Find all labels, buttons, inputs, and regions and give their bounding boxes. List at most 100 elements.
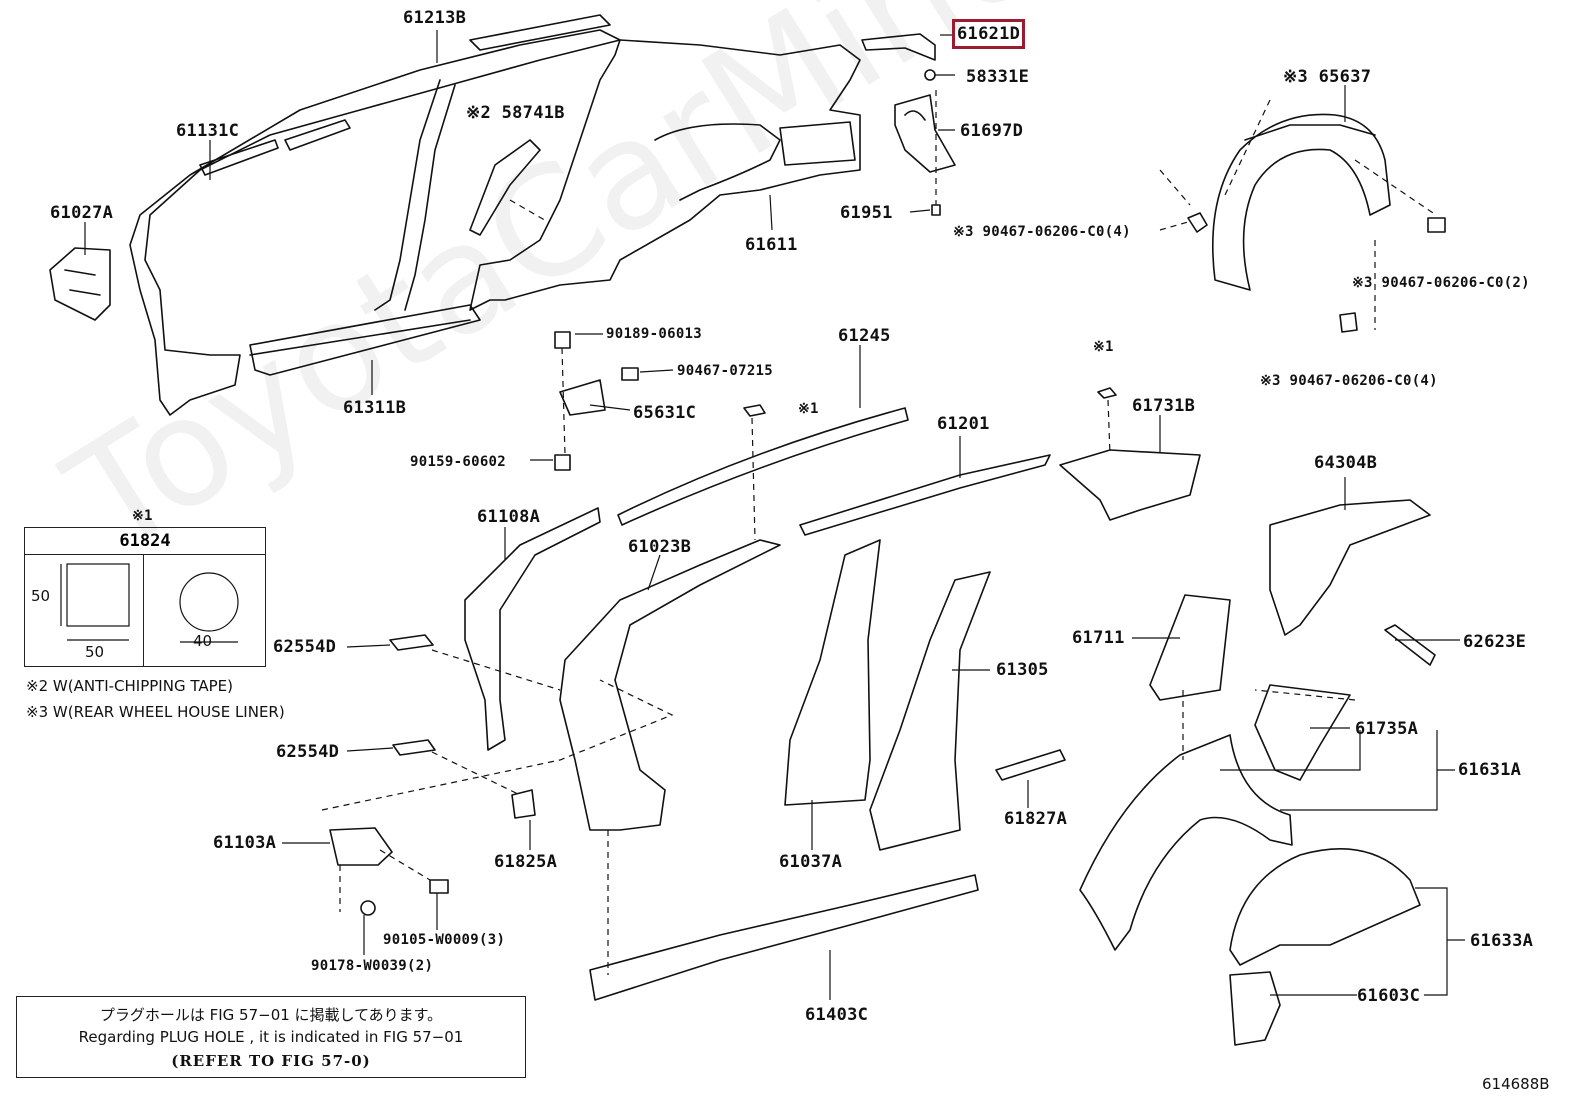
note-wheel-house-liner: ※3 W(REAR WHEEL HOUSE LINER) bbox=[26, 703, 285, 721]
rocker-61403C-drawing bbox=[589, 874, 979, 1001]
plug-hole-note-box: プラグホールは FIG 57−01 に掲載してあります。 Regarding P… bbox=[16, 996, 526, 1078]
label-90467-06206-C0-2[interactable]: ※3 90467-06206-C0(2) bbox=[1352, 275, 1530, 291]
wheel-house-liner-drawing bbox=[1212, 113, 1391, 291]
part-61731B-drawing bbox=[1059, 449, 1201, 521]
figure-code: 614688B bbox=[1482, 1075, 1550, 1093]
nut-90178-drawing bbox=[360, 900, 376, 916]
label-61037A[interactable]: 61037A bbox=[779, 852, 843, 872]
part-61735A-drawing bbox=[1254, 684, 1351, 781]
bolt-90467-07215-drawing bbox=[621, 367, 639, 381]
bolt-90105-drawing bbox=[429, 879, 449, 894]
label-58331E[interactable]: 58331E bbox=[966, 67, 1030, 87]
label-61201[interactable]: 61201 bbox=[937, 414, 990, 434]
grommet-2-drawing bbox=[1427, 217, 1446, 233]
grommet-1-drawing bbox=[1187, 212, 1208, 233]
bolt-90189-drawing bbox=[554, 331, 571, 349]
label-61027A[interactable]: 61027A bbox=[50, 203, 114, 223]
label-90467-06206-C0-4b[interactable]: ※3 90467-06206-C0(4) bbox=[1260, 373, 1438, 389]
part-61621D-drawing bbox=[861, 33, 936, 61]
anti-chipping-tape-drawing bbox=[469, 139, 541, 236]
clip-58331E-drawing bbox=[924, 69, 936, 81]
round-patch-shape bbox=[179, 572, 239, 632]
legend-shapes bbox=[60, 563, 239, 643]
pad-62554D-a-drawing bbox=[389, 634, 434, 651]
panel-61603C-drawing bbox=[1229, 971, 1281, 1046]
pad-x1b-drawing bbox=[1097, 387, 1117, 399]
pillar-61023B-drawing bbox=[559, 539, 781, 831]
pad-62554D-b-drawing bbox=[392, 739, 436, 756]
pad-x1a-drawing bbox=[743, 404, 766, 417]
label-62554D-b[interactable]: 62554D bbox=[276, 742, 340, 762]
bracket-61027A-drawing bbox=[49, 247, 111, 321]
label-61825A[interactable]: 61825A bbox=[494, 852, 558, 872]
part-61711-drawing bbox=[1149, 594, 1231, 701]
label-61131C[interactable]: 61131C bbox=[176, 121, 240, 141]
label-65631C[interactable]: 65631C bbox=[633, 403, 697, 423]
label-61631A[interactable]: 61631A bbox=[1458, 760, 1522, 780]
label-61735A[interactable]: 61735A bbox=[1355, 719, 1419, 739]
side-outer-panel-drawing bbox=[129, 14, 861, 416]
label-61305[interactable]: 61305 bbox=[996, 660, 1049, 680]
refer-to-fig-link[interactable]: (REFER TO FIG 57-0) bbox=[171, 1052, 371, 1070]
leader-lines bbox=[84, 30, 1465, 1000]
roof-side-rail-61201-drawing bbox=[799, 454, 1051, 536]
label-61711[interactable]: 61711 bbox=[1072, 628, 1125, 648]
bolt-90159-drawing bbox=[554, 454, 571, 471]
label-61621D-highlighted[interactable]: 61621D bbox=[951, 19, 1026, 49]
plug-hole-note-en: Regarding PLUG HOLE , it is indicated in… bbox=[78, 1028, 464, 1046]
label-61213B[interactable]: 61213B bbox=[403, 8, 467, 28]
pad-61825A-drawing bbox=[511, 789, 536, 819]
legend-part-number[interactable]: 61824 bbox=[25, 528, 265, 555]
label-90467-07215[interactable]: 90467-07215 bbox=[677, 363, 774, 379]
label-61731B[interactable]: 61731B bbox=[1132, 396, 1196, 416]
bracket-65631C-drawing bbox=[559, 379, 606, 416]
plug-hole-note-jp: プラグホールは FIG 57−01 に掲載してあります。 bbox=[99, 1006, 443, 1024]
label-58741B[interactable]: ※2 58741B bbox=[466, 103, 565, 123]
pillar-61037A-drawing bbox=[784, 539, 881, 806]
bolt-61951-drawing bbox=[931, 204, 941, 216]
label-64304B[interactable]: 64304B bbox=[1314, 453, 1378, 473]
legend-divider bbox=[143, 554, 144, 666]
legend-height-value: 50 bbox=[31, 587, 51, 605]
roof-rail-61245-drawing bbox=[617, 407, 909, 526]
legend-61824-box: 61824 50 50 40 bbox=[24, 527, 266, 667]
label-90189-06013[interactable]: 90189-06013 bbox=[606, 326, 703, 342]
label-61108A[interactable]: 61108A bbox=[477, 507, 541, 527]
tape-62623E-drawing bbox=[1384, 624, 1436, 666]
label-mark-1a: ※1 bbox=[1093, 339, 1114, 355]
label-61311B[interactable]: 61311B bbox=[343, 398, 407, 418]
legend-mark: ※1 bbox=[132, 508, 153, 524]
label-62623E[interactable]: 62623E bbox=[1463, 632, 1527, 652]
panel-61631A-drawing bbox=[1079, 734, 1293, 951]
note-anti-chipping: ※2 W(ANTI-CHIPPING TAPE) bbox=[26, 677, 233, 695]
label-61633A[interactable]: 61633A bbox=[1470, 931, 1534, 951]
label-90467-06206-C0-4a[interactable]: ※3 90467-06206-C0(4) bbox=[953, 224, 1131, 240]
label-61403C[interactable]: 61403C bbox=[805, 1005, 869, 1025]
bracket-61103A-drawing bbox=[329, 827, 393, 866]
square-patch-shape bbox=[66, 563, 130, 627]
label-61611[interactable]: 61611 bbox=[745, 235, 798, 255]
label-90105-W0009[interactable]: 90105-W0009(3) bbox=[383, 932, 506, 948]
label-65637[interactable]: ※3 65637 bbox=[1283, 67, 1372, 87]
panel-61633A-drawing bbox=[1229, 848, 1421, 966]
label-61603C[interactable]: 61603C bbox=[1357, 986, 1421, 1006]
label-mark-1b: ※1 bbox=[798, 401, 819, 417]
pad-61827A-drawing bbox=[995, 749, 1066, 781]
label-61951[interactable]: 61951 bbox=[840, 203, 893, 223]
label-61697D[interactable]: 61697D bbox=[960, 121, 1024, 141]
label-61023B[interactable]: 61023B bbox=[628, 537, 692, 557]
pillar-61108A-drawing bbox=[464, 507, 601, 751]
pillar-61305-drawing bbox=[869, 571, 991, 851]
label-61103A[interactable]: 61103A bbox=[213, 833, 277, 853]
label-90178-W0039[interactable]: 90178-W0039(2) bbox=[311, 958, 434, 974]
label-61827A[interactable]: 61827A bbox=[1004, 809, 1068, 829]
part-64304B-drawing bbox=[1269, 499, 1431, 636]
label-61245[interactable]: 61245 bbox=[838, 326, 891, 346]
dashed-leaders bbox=[321, 90, 1437, 975]
label-62554D-a[interactable]: 62554D bbox=[273, 637, 337, 657]
part-61697D-drawing bbox=[894, 94, 956, 173]
label-90159-60602[interactable]: 90159-60602 bbox=[410, 454, 507, 470]
legend-diameter-value: 40 bbox=[193, 632, 213, 650]
